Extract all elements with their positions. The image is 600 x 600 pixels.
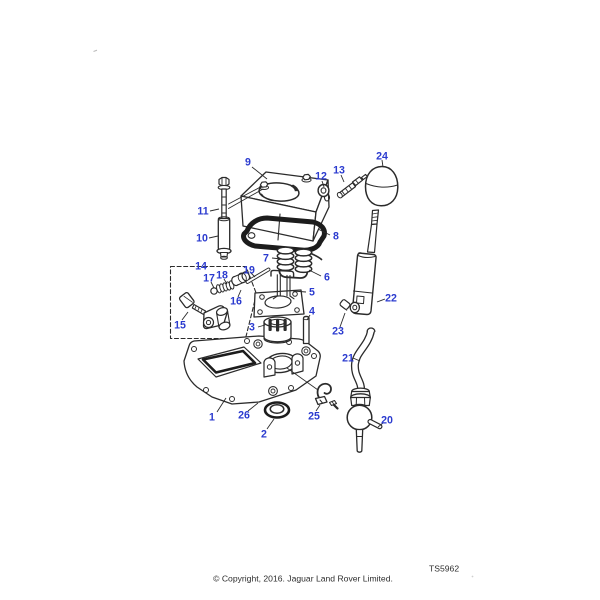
part-2-grommet — [263, 401, 291, 419]
callout-10[interactable]: 10 — [196, 233, 208, 245]
callout-leader-15 — [181, 311, 189, 321]
part-13-bolt — [336, 173, 368, 199]
part-5-strap — [270, 269, 295, 300]
inset-box-outline — [169, 265, 258, 340]
callout-18[interactable]: 18 — [216, 270, 228, 282]
callout-leader-13 — [340, 174, 345, 183]
callout-leader-25 — [315, 404, 321, 412]
part-1-base-plate — [183, 335, 321, 405]
part-24-knob — [364, 165, 399, 207]
artifact-speck — [471, 575, 474, 578]
callout-2[interactable]: 2 — [261, 429, 267, 441]
callout-leader-19 — [250, 272, 256, 278]
part-4-pin — [302, 315, 310, 345]
callout-leader-16 — [237, 289, 242, 298]
part-15-plunger-bolt — [178, 292, 231, 331]
callout-leader-1 — [216, 397, 227, 413]
callout-6[interactable]: 6 — [324, 272, 330, 284]
part-6-7-spring — [276, 246, 323, 279]
callout-19[interactable]: 19 — [243, 265, 255, 277]
callout-4[interactable]: 4 — [309, 306, 315, 318]
copyright-notice: © Copyright, 2016. Jaguar Land Rover Lim… — [213, 574, 393, 584]
callout-11[interactable]: 11 — [197, 206, 208, 218]
callout-25[interactable]: 25 — [308, 411, 320, 423]
callout-12[interactable]: 12 — [315, 171, 327, 183]
callout-leader-3 — [257, 324, 266, 328]
callout-leader-17 — [210, 281, 215, 289]
part-5-plate — [253, 289, 305, 318]
callout-leader-10 — [208, 235, 219, 239]
part-22-upper-lever — [349, 209, 380, 316]
callout-3[interactable]: 3 — [249, 322, 255, 334]
callout-leader-9 — [251, 166, 268, 180]
callout-15[interactable]: 15 — [174, 320, 186, 332]
callout-leader-12 — [321, 180, 325, 188]
callout-leader-20 — [377, 422, 384, 428]
callout-leader-21 — [352, 357, 361, 362]
callout-26[interactable]: 26 — [238, 410, 250, 422]
part-23-bush — [339, 299, 351, 311]
callout-21[interactable]: 21 — [342, 353, 354, 365]
callout-20[interactable]: 20 — [381, 415, 393, 427]
callout-24[interactable]: 24 — [376, 151, 388, 163]
part-21-lower-lever — [346, 327, 383, 453]
part-10-11-stud — [216, 176, 232, 260]
callout-leader-5 — [292, 290, 307, 293]
callout-23[interactable]: 23 — [332, 326, 344, 338]
drawing-ref: TS5962 — [429, 564, 459, 574]
callout-8[interactable]: 8 — [333, 231, 339, 243]
callout-leader-22 — [376, 298, 386, 303]
callout-leader-8 — [317, 228, 331, 236]
housing-cap-bolts — [258, 173, 312, 190]
part-12-washer — [317, 183, 330, 198]
callout-leader-18 — [223, 278, 228, 285]
callout-9[interactable]: 9 — [245, 157, 251, 169]
part-3-collar — [263, 316, 292, 344]
callout-leader-11 — [209, 208, 220, 212]
callout-leader-24 — [381, 159, 384, 168]
callout-14[interactable]: 14 — [195, 261, 207, 273]
callout-1[interactable]: 1 — [209, 412, 215, 424]
exploded-diagram — [169, 165, 399, 453]
artifact-speck — [93, 49, 98, 53]
callout-13[interactable]: 13 — [333, 165, 345, 177]
callout-leader-2 — [266, 418, 275, 430]
part-25-clip — [314, 382, 339, 410]
callout-leader-6 — [308, 269, 322, 277]
callout-leader-4 — [306, 314, 311, 321]
callout-leader-7 — [271, 257, 282, 260]
callout-17[interactable]: 17 — [203, 273, 215, 285]
callout-7[interactable]: 7 — [263, 253, 269, 265]
part-19-pin — [245, 267, 271, 284]
callout-16[interactable]: 16 — [230, 296, 242, 308]
callout-5[interactable]: 5 — [309, 287, 315, 299]
part-8-gasket — [241, 215, 327, 253]
callout-22[interactable]: 22 — [385, 293, 397, 305]
callout-leader-23 — [339, 312, 346, 328]
stud-alignment-lines — [228, 185, 264, 209]
callout-leader-26 — [247, 402, 259, 412]
